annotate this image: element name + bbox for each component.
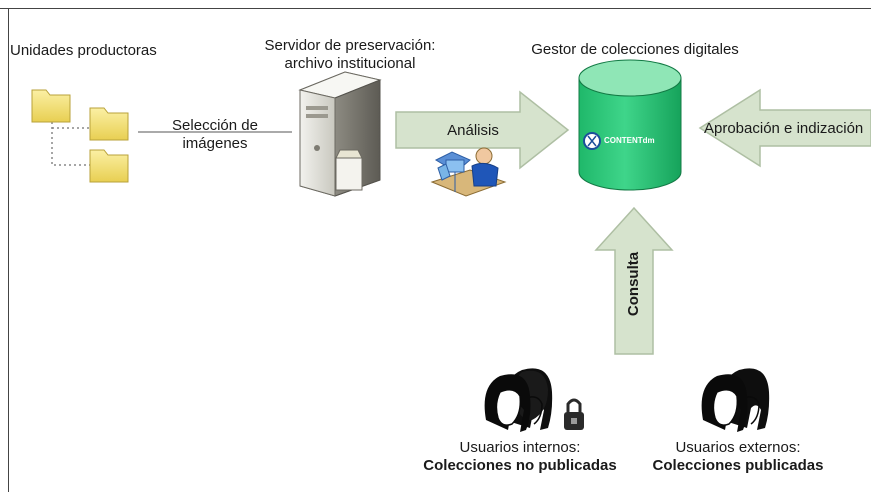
folder-tree	[31, 89, 129, 183]
consulta-arrow	[594, 206, 674, 355]
server-icon	[298, 71, 382, 197]
consulta-label: Consulta	[625, 251, 642, 317]
internos-label-line1: Usuarios internos:	[459, 439, 581, 456]
externos-label-line1: Usuarios externos:	[675, 439, 801, 456]
lock-icon	[564, 398, 584, 430]
analisis-arrow	[395, 90, 570, 170]
folder-icon	[31, 89, 71, 123]
frame-border-top	[0, 8, 871, 9]
aprobacion-label: Aprobación e indización	[704, 120, 864, 137]
unidades-label: Unidades productoras	[10, 42, 157, 59]
users-icon	[701, 368, 770, 432]
tree-connector	[51, 122, 92, 166]
users-icon	[484, 368, 553, 432]
servidor-label-line1: Servidor de preservación:	[264, 37, 436, 54]
folder-icon	[89, 149, 129, 183]
computer-worker-icon	[430, 147, 507, 197]
gestor-label: Gestor de colecciones digitales	[531, 41, 739, 58]
analisis-label: Análisis	[447, 122, 499, 139]
contentdm-label: CONTENTdm	[604, 136, 655, 145]
externos-label-line2: Colecciones publicadas	[652, 457, 824, 474]
folder-icon	[89, 107, 129, 141]
database-icon	[578, 59, 682, 191]
frame-border-left	[8, 8, 9, 492]
seleccion-label-line1: Selección de	[172, 117, 258, 134]
internos-label-line2: Colecciones no publicadas	[423, 457, 617, 474]
aprobacion-arrow	[698, 88, 871, 168]
servidor-label-line2: archivo institucional	[284, 55, 416, 72]
seleccion-label-line2: imágenes	[182, 135, 248, 152]
